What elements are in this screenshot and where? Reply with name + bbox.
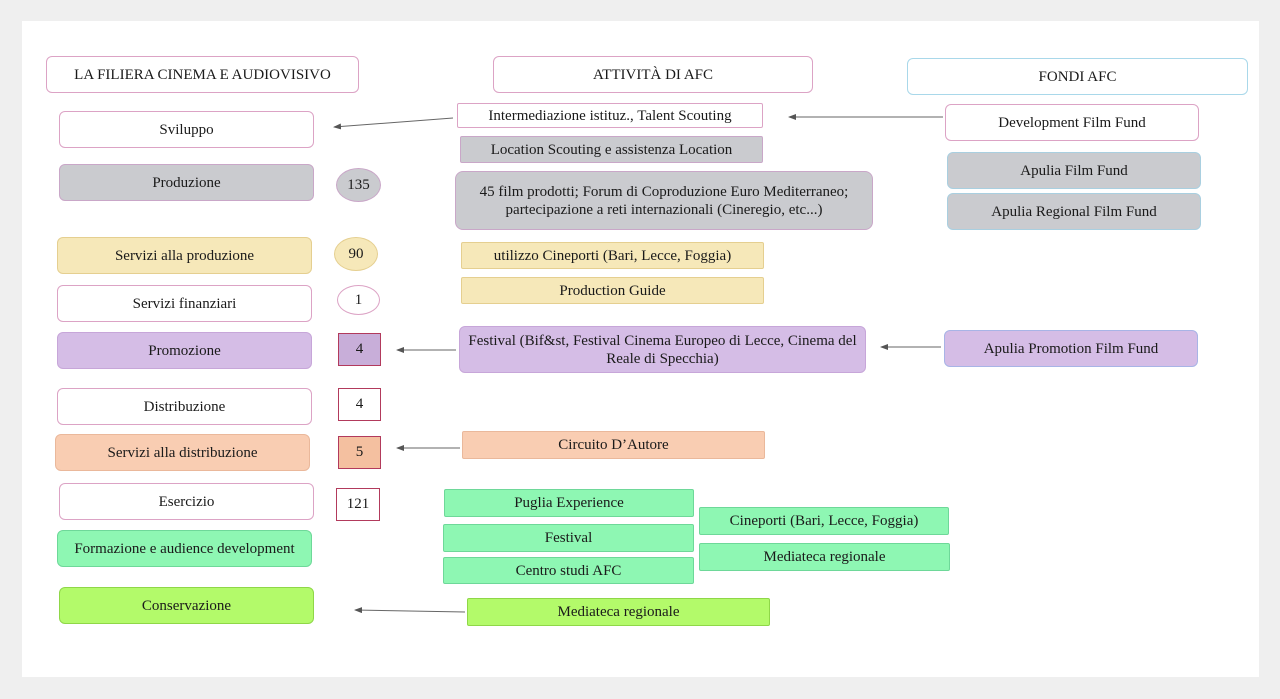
header-fondi: FONDI AFC [907,58,1248,95]
filiera-produzione: Produzione [59,164,314,201]
count-promozione: 4 [338,333,381,366]
header-filiera: LA FILIERA CINEMA E AUDIOVISIVO [46,56,359,93]
header-attivita: ATTIVITÀ DI AFC [493,56,813,93]
count-distribuzione: 4 [338,388,381,421]
filiera-formazione: Formazione e audience development [57,530,312,567]
attivita-circuito: Circuito D’Autore [462,431,765,459]
fondi-apulia-film: Apulia Film Fund [947,152,1201,189]
fondi-development: Development Film Fund [945,104,1199,141]
filiera-conservazione: Conservazione [59,587,314,624]
attivita-festival: Festival [443,524,694,552]
count-produzione: 135 [336,168,381,202]
filiera-esercizio: Esercizio [59,483,314,520]
attivita-location: Location Scouting e assistenza Location [460,136,763,163]
attivita-centro-studi: Centro studi AFC [443,557,694,584]
attivita-film-prodotti: 45 film prodotti; Forum di Coproduzione … [455,171,873,230]
filiera-servizi-finanziari: Servizi finanziari [57,285,312,322]
filiera-distribuzione: Distribuzione [57,388,312,425]
filiera-sviluppo: Sviluppo [59,111,314,148]
attivita-festival-promozione: Festival (Bif&st, Festival Cinema Europe… [459,326,866,373]
attivita-production-guide: Production Guide [461,277,764,304]
count-esercizio: 121 [336,488,380,521]
fondi-apulia-promotion: Apulia Promotion Film Fund [944,330,1198,367]
attivita-mediateca-esercizio: Mediateca regionale [699,543,950,571]
attivita-cineporti: utilizzo Cineporti (Bari, Lecce, Foggia) [461,242,764,269]
attivita-puglia-experience: Puglia Experience [444,489,694,517]
attivita-intermediazione: Intermediazione istituz., Talent Scoutin… [457,103,763,128]
count-servizi-produzione: 90 [334,237,378,271]
filiera-servizi-distribuzione: Servizi alla distribuzione [55,434,310,471]
filiera-promozione: Promozione [57,332,312,369]
fondi-apulia-regional: Apulia Regional Film Fund [947,193,1201,230]
filiera-servizi-produzione: Servizi alla produzione [57,237,312,274]
attivita-cineporti-esercizio: Cineporti (Bari, Lecce, Foggia) [699,507,949,535]
count-servizi-finanziari: 1 [337,285,380,315]
count-servizi-distribuzione: 5 [338,436,381,469]
attivita-mediateca-conservazione: Mediateca regionale [467,598,770,626]
